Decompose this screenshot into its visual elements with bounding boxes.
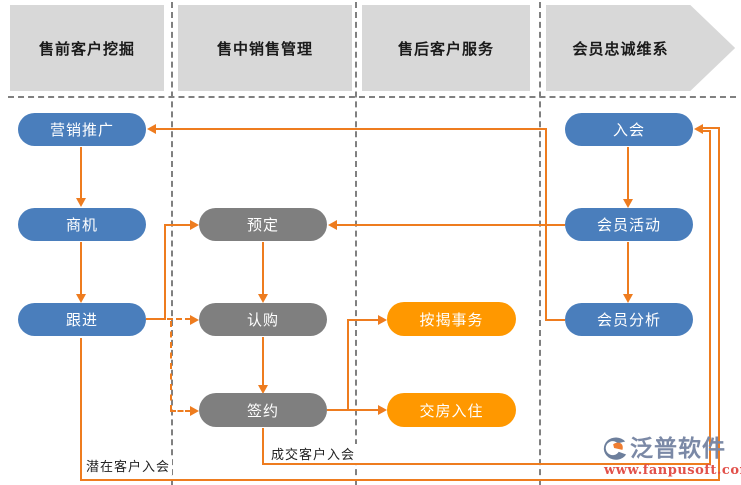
node-join-membership: 入会 xyxy=(565,113,693,146)
header-separator-line xyxy=(8,96,736,98)
column-divider-2 xyxy=(355,2,357,485)
phase-header-insale: 售中销售管理 xyxy=(178,5,352,91)
phase-header-presale: 售前客户挖掘 xyxy=(10,5,164,91)
column-divider-1 xyxy=(171,2,173,485)
node-business-opportunity: 商机 xyxy=(18,208,146,241)
logo-brand-text: 泛普软件 xyxy=(630,434,726,462)
node-follow-up: 跟进 xyxy=(18,303,146,336)
node-handover-movein: 交房入住 xyxy=(387,393,516,427)
node-signing: 签约 xyxy=(199,393,327,427)
label-deal-customer-join: 成交客户入会 xyxy=(269,444,358,463)
phase-header-aftersale: 售后客户服务 xyxy=(362,5,530,91)
column-divider-3 xyxy=(539,2,541,485)
node-reservation: 预定 xyxy=(199,208,327,241)
phase-header-loyalty-chevron: 会员忠诚维系 xyxy=(546,5,736,91)
fanpu-logo: 泛普软件 www.fanpusoft.com xyxy=(600,434,741,478)
node-subscription: 认购 xyxy=(199,303,327,336)
node-member-analysis: 会员分析 xyxy=(565,303,693,336)
label-potential-customer-join: 潜在客户入会 xyxy=(84,456,173,475)
node-member-activity: 会员活动 xyxy=(565,208,693,241)
node-mortgage-affairs: 按揭事务 xyxy=(387,302,516,336)
logo-website-link[interactable]: www.fanpusoft.com xyxy=(604,463,741,478)
fanpu-logo-icon xyxy=(603,437,627,460)
node-marketing-promotion: 营销推广 xyxy=(18,113,146,146)
